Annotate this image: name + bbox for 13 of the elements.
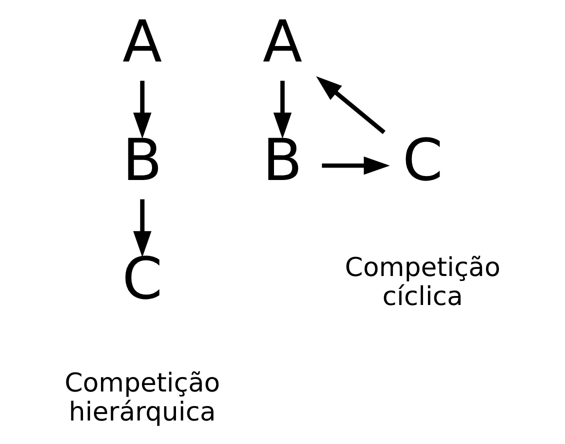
node-text: B — [262, 126, 302, 194]
arrow — [316, 76, 386, 134]
label: Competição cíclica — [344, 253, 500, 312]
arrow — [133, 80, 152, 139]
arrow — [133, 199, 152, 258]
node-text: B — [122, 126, 162, 194]
arrow — [273, 80, 292, 139]
arrow — [322, 156, 390, 175]
node-text: C — [122, 244, 162, 313]
label: Competição hierárquica — [64, 368, 220, 428]
node-text: A — [262, 8, 302, 76]
node-text: C — [402, 126, 443, 194]
node-text: A — [122, 8, 162, 76]
